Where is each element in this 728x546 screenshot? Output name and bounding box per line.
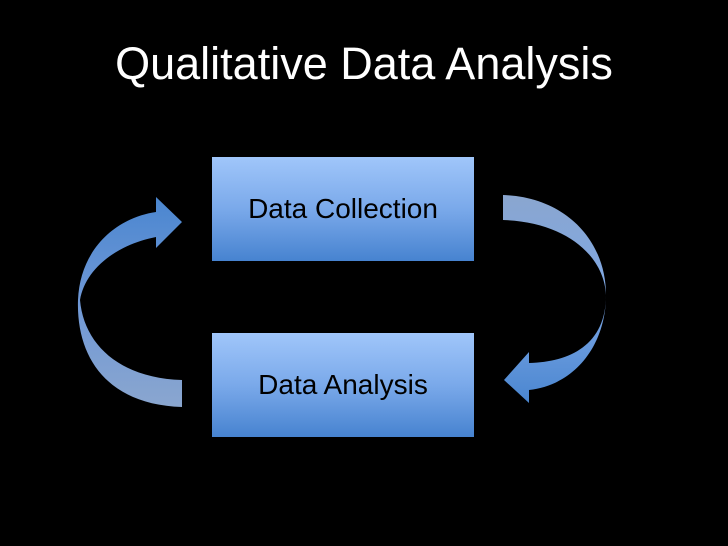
right-cycle-arrow-icon <box>503 195 606 403</box>
left-cycle-arrow-icon <box>77 197 182 407</box>
slide-title: Qualitative Data Analysis <box>115 38 613 89</box>
data-collection-label: Data Collection <box>248 193 438 224</box>
data-analysis-box: Data Analysis <box>212 333 474 437</box>
data-collection-box: Data Collection <box>212 157 474 261</box>
data-analysis-label: Data Analysis <box>258 369 428 400</box>
